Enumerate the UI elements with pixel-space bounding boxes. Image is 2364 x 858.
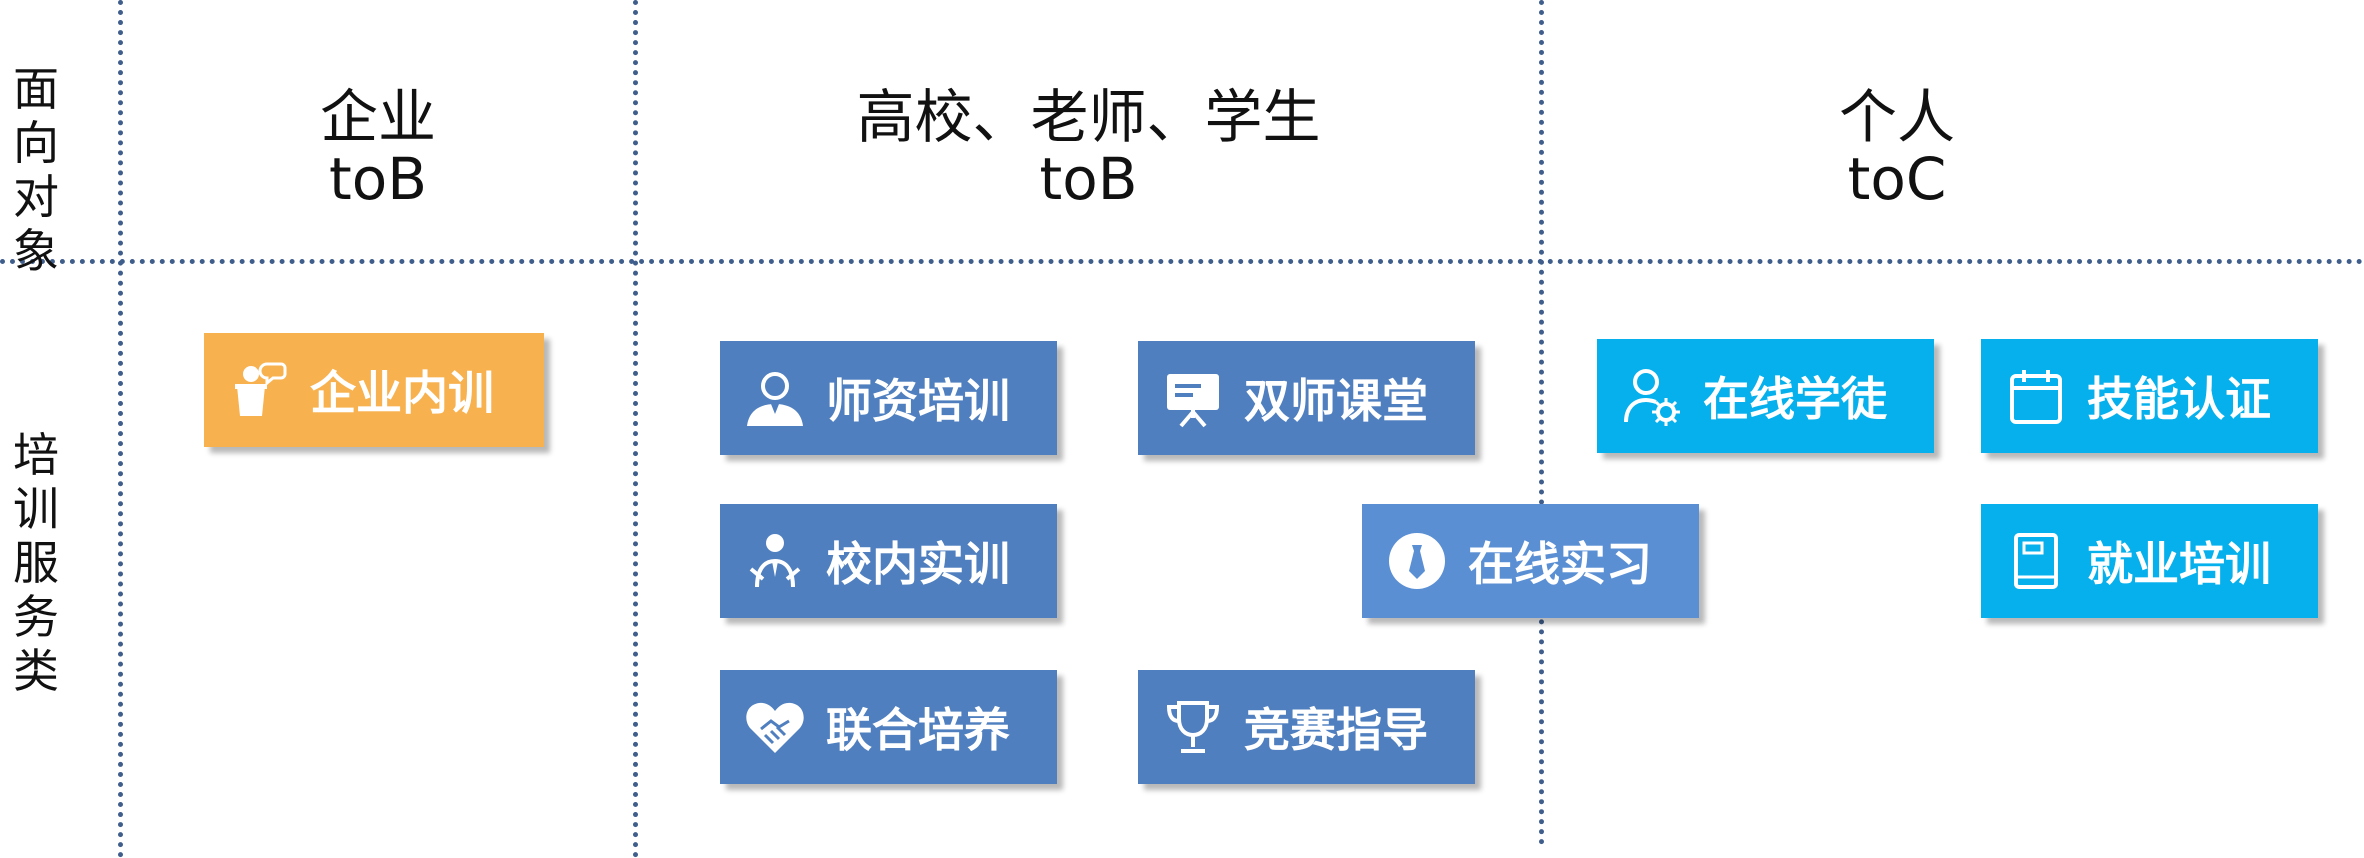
- row-label-services: 培 训 服 务 类: [8, 428, 64, 698]
- card-label: 校内实训: [826, 537, 1010, 591]
- card-employment-training[interactable]: 就业培训: [1981, 504, 2318, 618]
- card-competition-guidance[interactable]: 竞赛指导: [1138, 670, 1475, 784]
- card-label: 就业培训: [2087, 537, 2271, 591]
- teacher-icon: [740, 363, 810, 433]
- row-label-audience: 面 向 对 象: [8, 62, 64, 278]
- divider-right: [1539, 0, 1544, 845]
- card-skill-certification[interactable]: 技能认证: [1981, 339, 2318, 453]
- user-gear-icon: [1617, 361, 1687, 431]
- column-header-individual: 个人 toC: [1544, 86, 2250, 210]
- card-label: 竞赛指导: [1244, 703, 1428, 757]
- column-title: 企业: [319, 83, 436, 151]
- card-enterprise-training[interactable]: 企业内训: [204, 333, 544, 447]
- card-label: 双师课堂: [1244, 374, 1428, 428]
- card-label: 师资培训: [826, 374, 1010, 428]
- column-title: 高校、老师、学生: [856, 83, 1321, 151]
- card-teacher-training[interactable]: 师资培训: [720, 341, 1057, 455]
- row-label-char: 训: [13, 482, 59, 536]
- column-subtitle: toB: [328, 145, 428, 213]
- book-icon: [2001, 526, 2071, 596]
- row-label-char: 类: [13, 644, 59, 698]
- row-label-char: 对: [13, 170, 59, 224]
- row-label-char: 培: [13, 428, 59, 482]
- divider-left: [118, 0, 123, 858]
- card-label: 技能认证: [2087, 372, 2271, 426]
- row-label-char: 服: [13, 536, 59, 590]
- row-label-char: 面: [13, 62, 59, 116]
- card-online-internship[interactable]: 在线实习: [1362, 504, 1699, 618]
- speaker-podium-icon: [224, 355, 294, 425]
- column-subtitle: toC: [1847, 145, 1947, 213]
- column-title: 个人: [1838, 83, 1955, 151]
- card-campus-practice[interactable]: 校内实训: [720, 504, 1057, 618]
- tie-icon: [1382, 526, 1452, 596]
- card-label: 在线学徒: [1703, 372, 1887, 426]
- row-label-char: 向: [13, 116, 59, 170]
- student-icon: [740, 526, 810, 596]
- divider-middle: [633, 0, 638, 858]
- column-header-school: 高校、老师、学生 toB: [638, 86, 1539, 210]
- column-subtitle: toB: [1039, 145, 1138, 213]
- card-online-apprentice[interactable]: 在线学徒: [1597, 339, 1934, 453]
- card-joint-cultivation[interactable]: 联合培养: [720, 670, 1057, 784]
- trophy-icon: [1158, 692, 1228, 762]
- divider-header: [0, 259, 2364, 264]
- handshake-heart-icon: [740, 692, 810, 762]
- card-label: 联合培养: [826, 703, 1010, 757]
- presentation-board-icon: [1158, 363, 1228, 433]
- card-label: 企业内训: [310, 366, 494, 420]
- card-label: 在线实习: [1468, 537, 1652, 591]
- column-header-enterprise: 企业 toB: [123, 86, 633, 210]
- row-label-char: 务: [13, 590, 59, 644]
- row-label-char: 象: [13, 224, 59, 278]
- calendar-icon: [2001, 361, 2071, 431]
- card-dual-teacher-class[interactable]: 双师课堂: [1138, 341, 1475, 455]
